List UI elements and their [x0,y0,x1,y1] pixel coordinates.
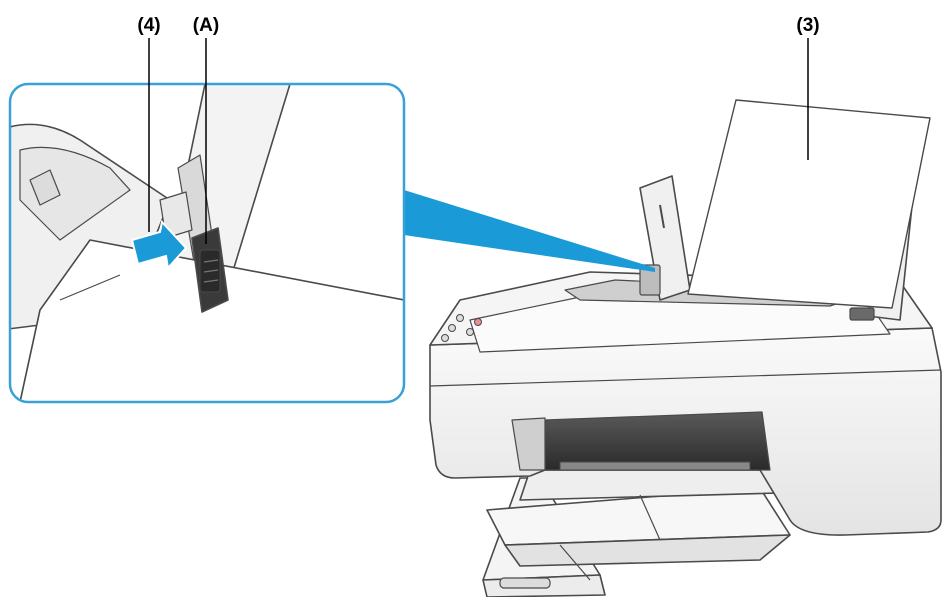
printer [429,99,942,597]
zoom-inset [8,82,406,404]
paper-guide-a [191,227,229,313]
zoom-pointer [404,190,655,272]
output-tray [482,469,791,597]
callout-label-a: (A) [193,15,219,36]
paper-sheet [687,99,931,309]
arrow-right-icon [130,219,188,271]
control-panel [441,314,482,342]
callout-label-4: (4) [137,15,160,36]
leader-lines [148,38,809,244]
paper-guides [639,264,875,321]
callout-label-3: (3) [796,15,819,36]
